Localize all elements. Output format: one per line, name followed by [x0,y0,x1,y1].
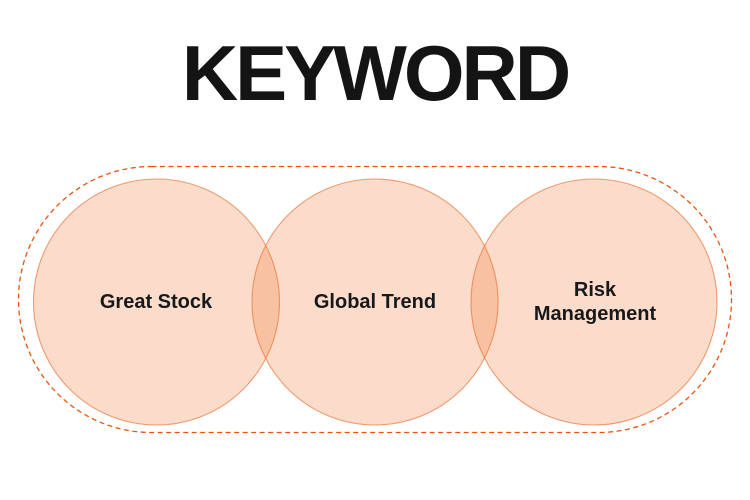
page-title: KEYWORD [181,29,571,117]
label-great-stock: Great Stock [99,291,213,313]
circle-risk-management [470,178,718,426]
label-global-trend: Global Trend [313,291,437,313]
circle-great-stock [32,178,281,426]
circle-global-trend [251,178,499,426]
label-risk-management: Risk Management [533,279,657,325]
dashed-stadium-border [17,165,733,434]
